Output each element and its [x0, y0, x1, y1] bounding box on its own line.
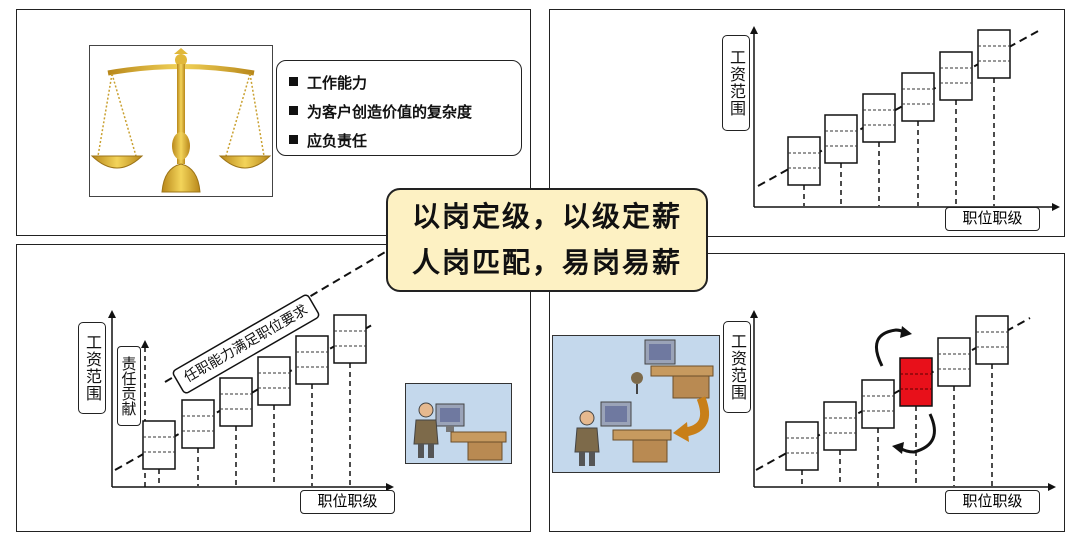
y-axis-label: 工资范围 [78, 322, 106, 414]
salary-band-box [785, 421, 819, 486]
salary-band-box [824, 114, 858, 206]
salary-band-box [939, 51, 973, 206]
salary-band-box [977, 29, 1011, 206]
salary-band-box [937, 337, 971, 486]
list-item: 为客户创造价值的复杂度 [289, 98, 521, 127]
list-item: 工作能力 [289, 69, 521, 98]
slogan-line-2: 人岗匹配，易岗易薪 [411, 246, 682, 279]
salary-band-box [787, 136, 821, 206]
curved-arrow-icon [892, 413, 936, 454]
curved-arrow-icon [874, 326, 912, 367]
salary-band-box [862, 93, 896, 206]
responsibility-label: 责任贡献 [117, 346, 141, 426]
salary-band-box [181, 399, 215, 486]
capability-label-box [172, 294, 320, 394]
list-item: 应负责任 [289, 127, 521, 156]
salary-band-box [142, 420, 176, 486]
salary-band-box [861, 379, 895, 486]
salary-band-box [975, 315, 1009, 486]
salary-band-box [823, 401, 857, 486]
x-axis-label: 职位职级 [945, 207, 1040, 231]
salary-band-box [333, 314, 367, 486]
slogan-line-1: 以岗定级，以级定薪 [411, 200, 682, 233]
x-axis-label: 职位职级 [945, 490, 1040, 514]
salary-band-box [295, 335, 329, 486]
y-axis-label: 工资范围 [722, 35, 750, 131]
salary-band-box [901, 72, 935, 206]
balance-scale-icon [89, 45, 273, 197]
salary-band-box [219, 377, 253, 486]
office-worker-icon [552, 335, 720, 473]
criteria-list: 工作能力 为客户创造价值的复杂度 应负责任 [276, 60, 522, 156]
salary-band-box [257, 356, 291, 486]
office-worker-icon [405, 383, 512, 464]
y-axis-label: 工资范围 [723, 321, 751, 413]
center-slogan-box: 以岗定级，以级定薪 人岗匹配，易岗易薪 [386, 188, 708, 292]
x-axis-label: 职位职级 [300, 490, 395, 514]
salary-band-box-highlighted [899, 357, 933, 486]
